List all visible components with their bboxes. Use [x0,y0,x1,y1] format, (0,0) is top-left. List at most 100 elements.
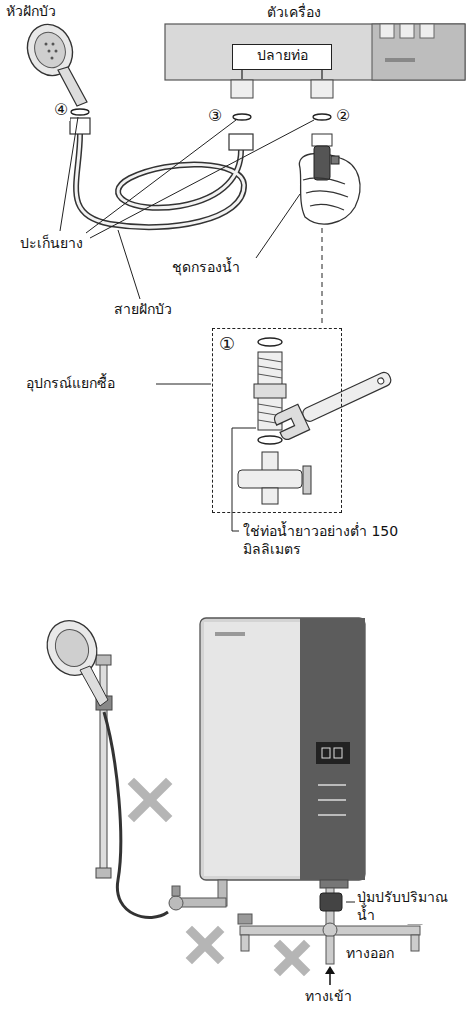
heater-unit-top [420,24,434,38]
heater-unit-top [372,24,465,80]
hand-with-filter [299,134,360,224]
shower-head [20,18,87,106]
wrong-mark [280,946,304,970]
hand-with-filter [331,156,339,164]
callout-number: ③ [206,106,224,127]
hand-with-filter [306,191,348,197]
heater-unit [300,618,365,880]
pipe-nipple [258,374,282,378]
mixer-faucet [325,966,335,974]
mixer-faucet [323,923,337,937]
shower-head [48,50,51,53]
part-name: ปุ่มปรับปริมาณ น้ำ [355,888,467,924]
pipe-nipple [254,338,286,444]
shower-rail [96,868,111,878]
part-name: ชุดกรองน้ำ [170,258,242,276]
shower-rail [104,712,168,917]
heater-unit [334,748,342,758]
wrench [272,364,395,441]
rubber-gasket [313,114,331,120]
shower-rail [38,612,168,917]
pipe-nipple [258,358,282,362]
part-name: ตัวเครื่อง [265,3,323,21]
pipe-end-box: ปลายท่อ [232,44,332,70]
mixer-faucet [326,936,334,964]
shower-hose [70,118,253,227]
heater-unit [322,748,330,758]
leader-line [90,120,314,238]
pipe-nipple [258,366,282,370]
wrench [272,404,309,441]
shower-hose [70,118,90,134]
heater-unit-top [165,24,465,98]
shower-rail [96,655,111,665]
node-label: ① [219,333,335,356]
mixer-faucet [241,935,249,951]
part-name: หัวฝักบัว [4,2,58,20]
shower-head [55,50,58,53]
rubber-gasket [71,109,331,120]
heater-unit-top [385,58,415,62]
shower-hose [76,134,244,227]
node-label: ปลายท่อ [241,47,323,65]
shower-head [52,43,55,46]
stop-valve [262,488,278,504]
rubber-gasket [233,114,251,120]
pipe-nipple [258,436,282,444]
mixer-faucet [320,893,342,911]
wrong-mark [134,784,166,816]
rubber-gasket [71,109,89,115]
wrench [377,377,385,385]
leader-line [256,194,300,258]
wrong-mark [192,932,218,958]
shower-head [30,28,71,72]
flow-label: ทางเข้า [303,987,354,1005]
wrong-mark [192,932,218,958]
heater-unit-top [231,80,253,98]
wrong-mark [134,784,304,970]
heater-unit-top [165,24,465,80]
shower-head [45,43,48,46]
heater-unit [204,622,300,876]
pipe-nipple [254,384,286,398]
hand-with-filter [314,146,330,180]
hand-with-filter [303,178,345,184]
heater-unit [318,784,346,786]
hand-with-filter [310,205,344,210]
stop-valve [303,466,311,494]
leader-line [86,120,236,233]
heater-unit [318,799,346,801]
part-name: อุปกรณ์แยกซื้อ [24,374,117,392]
heater-unit [215,632,245,636]
outlet-pipe [169,880,227,910]
shower-head [51,57,54,60]
stop-valve [238,470,302,488]
heater-unit [318,814,346,816]
leader-line [322,228,323,326]
heater-unit-top [311,80,333,98]
stop-valve [262,452,278,472]
heater-unit-top [400,24,414,38]
flow-label: ทางออก [344,944,396,962]
shower-rail [49,624,94,672]
shower-rail [38,612,105,683]
heater-unit [316,742,350,764]
mixer-faucet [411,935,419,951]
pipe-nipple [258,404,282,408]
wrong-mark [280,946,304,970]
part-name: ปะเก็นยาง [18,234,85,252]
callout-number: ② [334,106,352,127]
heater-unit [320,880,348,888]
outlet-pipe [172,886,180,896]
shower-hose [76,134,244,227]
leader-line [118,230,140,299]
outlet-pipe [169,896,183,910]
wrench [301,370,393,423]
dimension-note: ใช่ท่อน้ำยาวอย่างต่ำ 150 มิลลิเมตร [241,522,415,558]
leader-line [60,117,322,531]
stop-valve [238,452,311,504]
wrong-mark [134,784,166,816]
